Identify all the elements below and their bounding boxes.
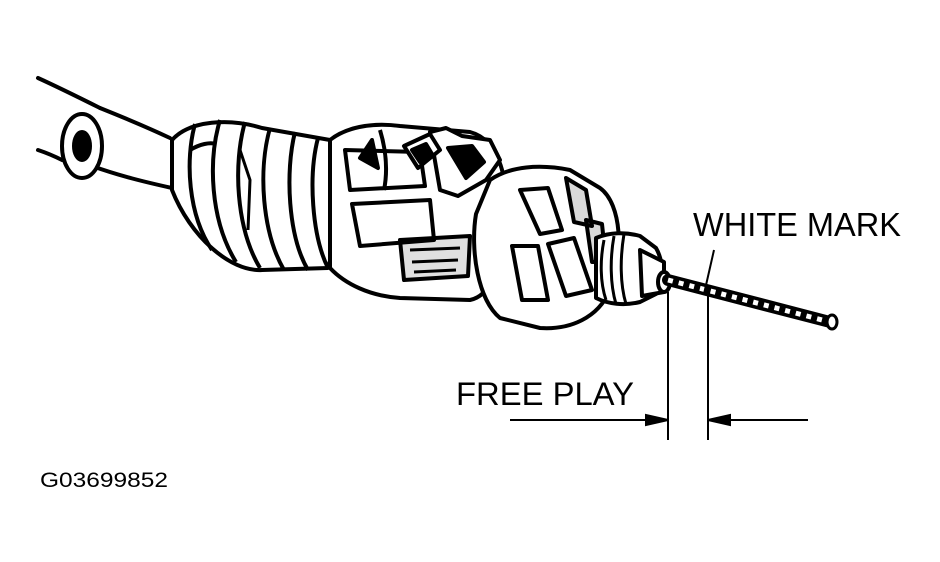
white-mark-leader — [703, 249, 715, 295]
free-play-label: FREE PLAY — [456, 376, 634, 412]
cable-housing — [36, 76, 174, 190]
bellows-boot — [170, 119, 340, 273]
figure-code: G03699852 — [40, 469, 168, 492]
white-mark-label: WHITE MARK — [693, 206, 901, 243]
lock-nut — [472, 164, 621, 331]
inner-cable — [662, 274, 839, 331]
free-play-dimension — [510, 292, 808, 440]
lock-clip — [402, 126, 502, 198]
cable-end-collar — [594, 231, 672, 307]
grommet — [60, 112, 104, 180]
